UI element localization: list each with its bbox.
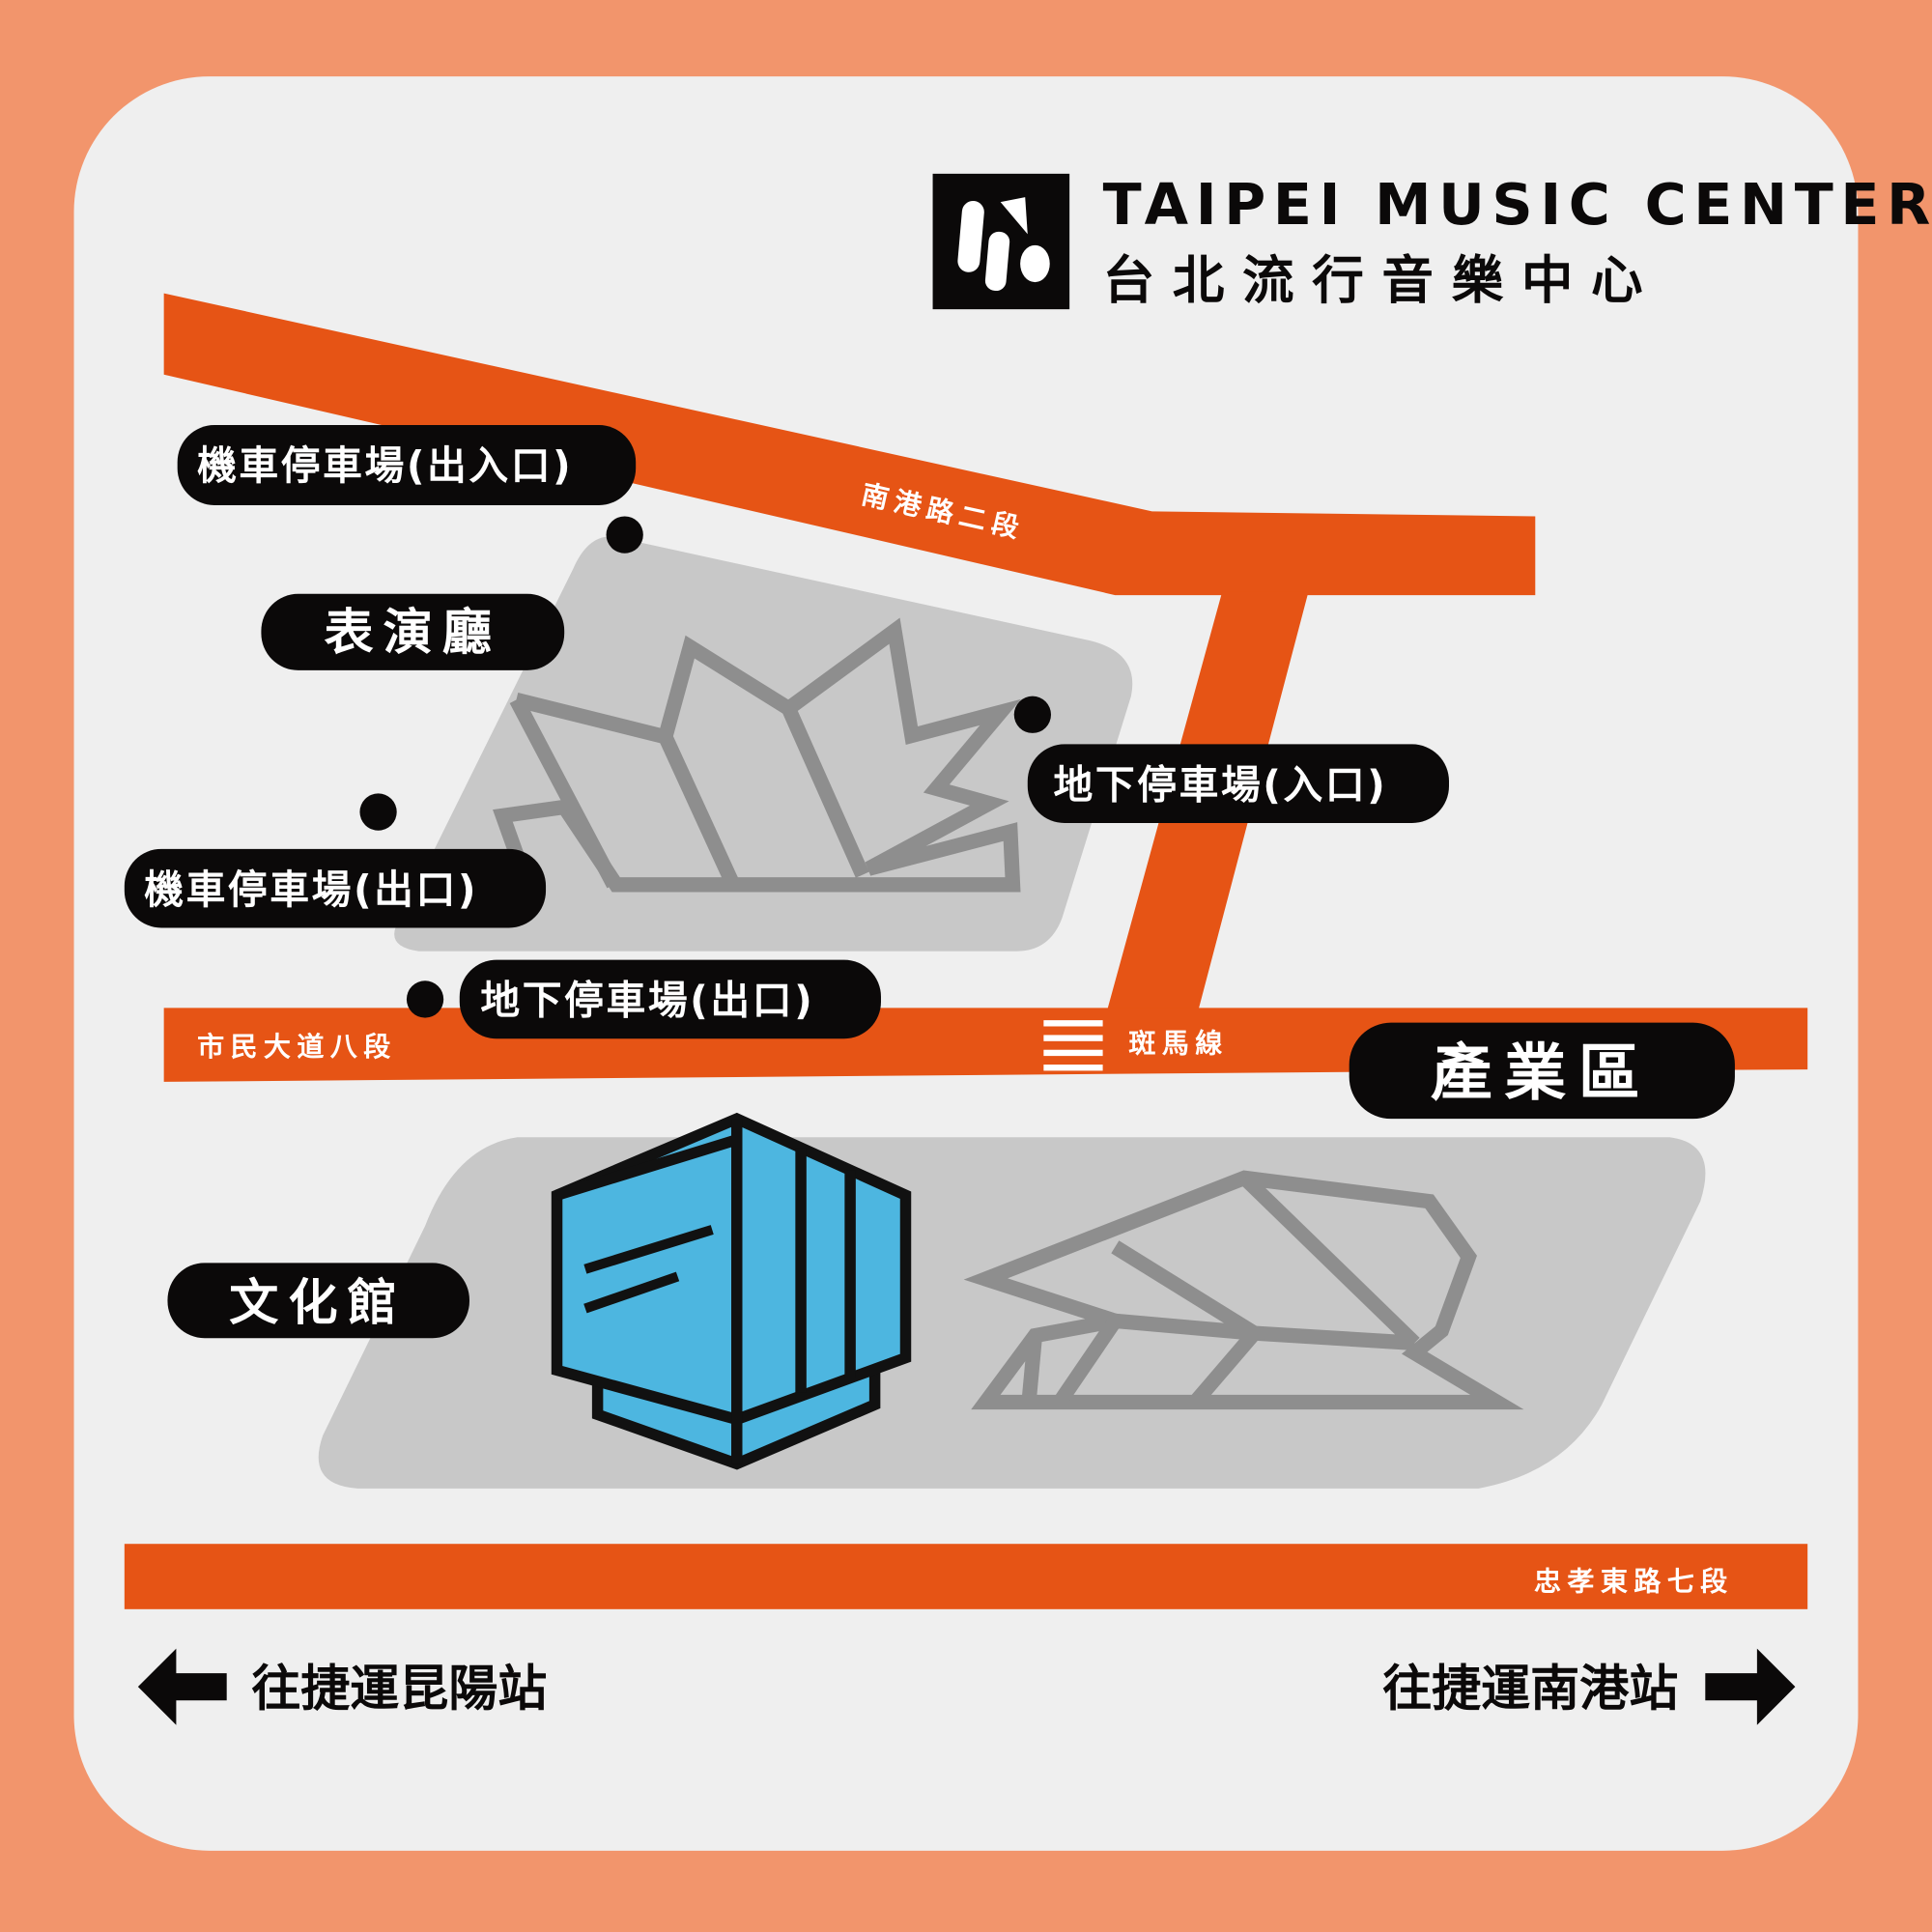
road-label-zhongxiao: 忠孝東路七段: [1534, 1566, 1734, 1598]
label-moto-in-out: 機車停車場(出入口): [177, 425, 637, 505]
label-underground-in: 地下停車場(入口): [1027, 744, 1449, 824]
crosswalk-label: 斑馬線: [1128, 1027, 1228, 1059]
svg-text:文化館: 文化館: [229, 1275, 407, 1332]
marker-underground-in: [1013, 696, 1052, 733]
industry-zone-building: [963, 1170, 1524, 1410]
road-nangang: [163, 293, 1536, 596]
svg-text:地下停車場(出口): 地下停車場(出口): [480, 978, 814, 1024]
marker-underground-out: [406, 980, 444, 1018]
svg-text:產業區: 產業區: [1431, 1038, 1653, 1110]
svg-text:表演廳: 表演廳: [324, 605, 501, 662]
label-underground-out: 地下停車場(出口): [459, 959, 881, 1039]
label-culture-hall: 文化館: [167, 1263, 469, 1339]
arrow-left-icon: [137, 1648, 227, 1725]
culture-hall-building: [551, 1112, 912, 1470]
logo-zh: 台 北 流 行 音 樂 中 心: [1103, 250, 1643, 311]
svg-text:往捷運昆陽站: 往捷運昆陽站: [251, 1661, 547, 1718]
marker-moto-in-out: [606, 516, 643, 554]
road-label-shimin: 市民大道八段: [197, 1031, 397, 1063]
direction-right: 往捷運南港站: [1382, 1648, 1796, 1725]
label-industry-zone: 產業區: [1349, 1022, 1735, 1120]
crosswalk-icon: [1043, 1020, 1103, 1071]
label-performance-hall: 表演廳: [261, 593, 565, 670]
direction-left: 往捷運昆陽站: [137, 1648, 547, 1725]
label-moto-out: 機車停車場(出口): [124, 848, 547, 928]
svg-text:機車停車場(出口): 機車停車場(出口): [144, 867, 478, 913]
svg-text:地下停車場(入口): 地下停車場(入口): [1054, 762, 1388, 809]
svg-text:機車停車場(出入口): 機車停車場(出入口): [197, 442, 573, 489]
south-plot: [318, 1137, 1706, 1489]
markers: [359, 516, 1052, 1018]
marker-moto-out: [359, 793, 397, 831]
svg-text:往捷運南港站: 往捷運南港站: [1382, 1661, 1678, 1718]
logo: TAIPEI MUSIC CENTER 台 北 流 行 音 樂 中 心: [932, 172, 1932, 311]
logo-en: TAIPEI MUSIC CENTER: [1103, 172, 1932, 238]
performance-hall-building: [493, 617, 1022, 893]
road-zhongxiao: [124, 1544, 1808, 1609]
arrow-right-icon: [1705, 1648, 1796, 1725]
